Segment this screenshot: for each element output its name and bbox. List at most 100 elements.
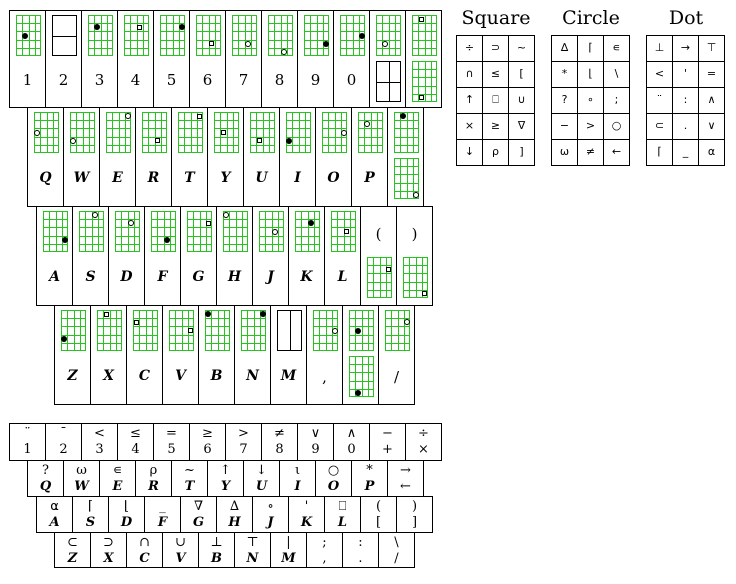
small-key-o[interactable]: ○O bbox=[315, 460, 352, 497]
key-y[interactable]: Y bbox=[207, 107, 244, 207]
small-key-x[interactable]: \/ bbox=[378, 532, 415, 568]
grid-line bbox=[226, 113, 228, 152]
small-key-x[interactable]: −+ bbox=[369, 423, 406, 461]
key-5[interactable]: 5 bbox=[153, 10, 190, 108]
small-key-4[interactable]: ≤4 bbox=[117, 423, 154, 461]
small-key-g[interactable]: ∇G bbox=[180, 496, 217, 533]
key-7[interactable]: 7 bbox=[225, 10, 262, 108]
small-key-c[interactable]: ∩C bbox=[126, 532, 163, 568]
key-0[interactable]: 0 bbox=[333, 10, 370, 108]
key-2[interactable]: 2 bbox=[45, 10, 82, 108]
key-1[interactable]: 1 bbox=[9, 10, 46, 108]
small-key-x[interactable]: ;, bbox=[306, 532, 343, 568]
small-key-m[interactable]: |M bbox=[270, 532, 307, 568]
key-k[interactable]: K bbox=[288, 206, 325, 306]
key-x[interactable]: ) bbox=[396, 206, 433, 306]
small-key-p[interactable]: *P bbox=[351, 460, 388, 497]
key-d[interactable]: D bbox=[108, 206, 145, 306]
small-key-j[interactable]: ∘J bbox=[252, 496, 289, 533]
key-s[interactable]: S bbox=[72, 206, 109, 306]
key-x[interactable]: X bbox=[90, 305, 127, 405]
small-key-y[interactable]: ↑Y bbox=[207, 460, 244, 497]
small-key-2[interactable]: ¯2 bbox=[45, 423, 82, 461]
small-key-5[interactable]: =5 bbox=[153, 423, 190, 461]
key-9[interactable]: 9 bbox=[297, 10, 334, 108]
key-8[interactable]: 8 bbox=[261, 10, 298, 108]
key-extra[interactable] bbox=[387, 107, 424, 207]
small-key-t[interactable]: ~T bbox=[171, 460, 208, 497]
key-m[interactable]: M bbox=[270, 305, 307, 405]
key-bottom-symbol: O bbox=[327, 479, 340, 494]
key-h[interactable]: H bbox=[216, 206, 253, 306]
grid-line bbox=[229, 212, 231, 251]
small-key-n[interactable]: ⊤N bbox=[234, 532, 271, 568]
key-i[interactable]: I bbox=[279, 107, 316, 207]
key-c[interactable]: C bbox=[126, 305, 163, 405]
small-key-z[interactable]: ⊂Z bbox=[54, 532, 91, 568]
small-key-9[interactable]: ∨9 bbox=[297, 423, 334, 461]
small-key-x[interactable]: ÷× bbox=[405, 423, 442, 461]
key-b[interactable]: B bbox=[198, 305, 235, 405]
small-key-6[interactable]: ≥6 bbox=[189, 423, 226, 461]
key-t[interactable]: T bbox=[171, 107, 208, 207]
key-x[interactable]: / bbox=[378, 305, 415, 405]
small-key-e[interactable]: ∊E bbox=[99, 460, 136, 497]
key-e[interactable]: E bbox=[99, 107, 136, 207]
key-x[interactable]: ( bbox=[360, 206, 397, 306]
key-o[interactable]: O bbox=[315, 107, 352, 207]
small-key-x[interactable]: ⊃X bbox=[90, 532, 127, 568]
grid-line bbox=[170, 342, 193, 344]
key-4[interactable]: 4 bbox=[117, 10, 154, 108]
small-key-x[interactable]: ([ bbox=[360, 496, 397, 533]
key-p[interactable]: P bbox=[351, 107, 388, 207]
small-key-s[interactable]: ⌈S bbox=[72, 496, 109, 533]
table-cell: ∆ bbox=[551, 35, 578, 62]
key-extra[interactable] bbox=[369, 10, 406, 108]
small-key-f[interactable]: _F bbox=[144, 496, 181, 533]
small-key-8[interactable]: ≠8 bbox=[261, 423, 298, 461]
table-cell: ↓ bbox=[456, 139, 483, 166]
small-key-v[interactable]: ∪V bbox=[162, 532, 199, 568]
key-top-symbol: ⎕ bbox=[338, 499, 347, 514]
small-key-d[interactable]: ⌊D bbox=[108, 496, 145, 533]
key-a[interactable]: A bbox=[36, 206, 73, 306]
square-marker bbox=[256, 138, 262, 144]
key-u[interactable]: U bbox=[243, 107, 280, 207]
small-key-u[interactable]: ↓U bbox=[243, 460, 280, 497]
small-key-x[interactable]: )] bbox=[396, 496, 433, 533]
small-key-a[interactable]: ⍺A bbox=[36, 496, 73, 533]
small-key-x[interactable]: →← bbox=[387, 460, 424, 497]
small-key-x[interactable]: :. bbox=[342, 532, 379, 568]
key-w[interactable]: W bbox=[63, 107, 100, 207]
key-g[interactable]: G bbox=[180, 206, 217, 306]
key-q[interactable]: Q bbox=[27, 107, 64, 207]
key-bottom-symbol: + bbox=[382, 442, 393, 457]
key-n[interactable]: N bbox=[234, 305, 271, 405]
key-6[interactable]: 6 bbox=[189, 10, 226, 108]
small-key-0[interactable]: ∧0 bbox=[333, 423, 370, 461]
small-key-q[interactable]: ?Q bbox=[27, 460, 64, 497]
key-j[interactable]: J bbox=[252, 206, 289, 306]
dot-title: Dot bbox=[668, 7, 704, 29]
small-key-7[interactable]: >7 bbox=[225, 423, 262, 461]
small-key-1[interactable]: ¨1 bbox=[9, 423, 46, 461]
key-extra[interactable] bbox=[405, 10, 442, 108]
key-r[interactable]: R bbox=[135, 107, 172, 207]
small-key-h[interactable]: ∆H bbox=[216, 496, 253, 533]
grid-line bbox=[224, 219, 247, 221]
small-key-l[interactable]: ⎕L bbox=[324, 496, 361, 533]
key-3[interactable]: 3 bbox=[81, 10, 118, 108]
small-key-3[interactable]: <3 bbox=[81, 423, 118, 461]
grid-glyph bbox=[169, 310, 194, 351]
small-key-k[interactable]: 'K bbox=[288, 496, 325, 533]
key-v[interactable]: V bbox=[162, 305, 199, 405]
small-key-b[interactable]: ⊥B bbox=[198, 532, 235, 568]
key-f[interactable]: F bbox=[144, 206, 181, 306]
key-x[interactable]: , bbox=[306, 305, 343, 405]
key-z[interactable]: Z bbox=[54, 305, 91, 405]
key-l[interactable]: L bbox=[324, 206, 361, 306]
key-extra[interactable] bbox=[342, 305, 379, 405]
